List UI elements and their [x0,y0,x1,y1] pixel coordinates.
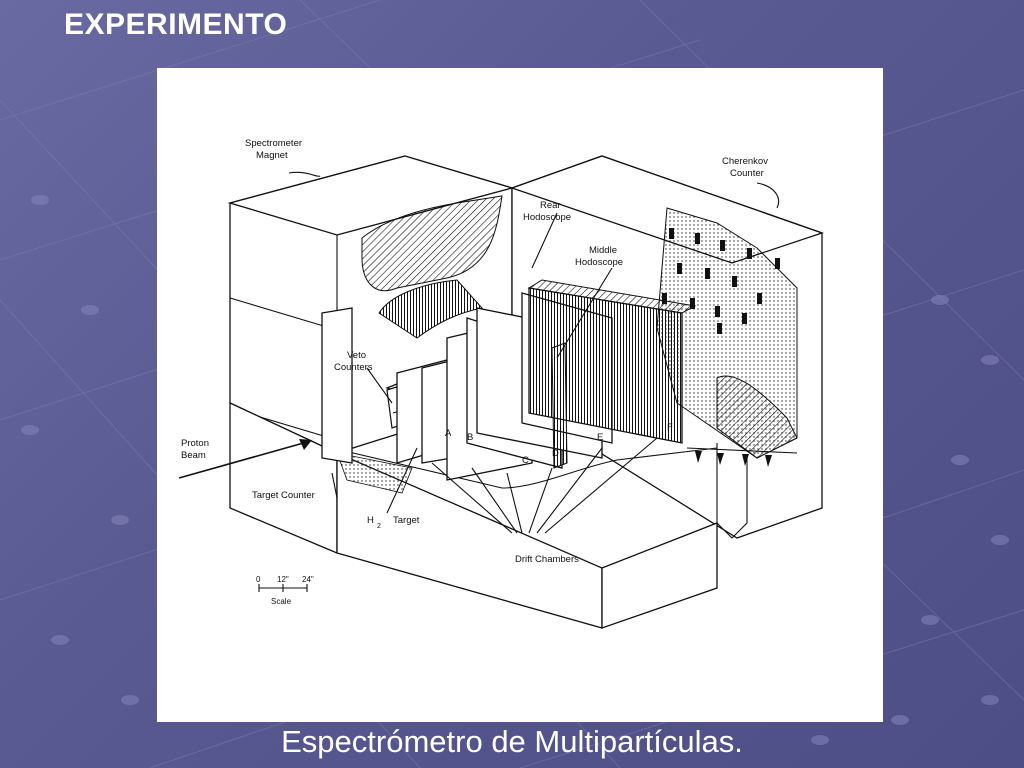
label-beam: Beam [181,450,206,461]
chamber-label-c: C [522,455,529,466]
rear-hodoscope [527,279,697,444]
chamber-label-b: B [467,432,473,443]
spectrometer-figure: A B C D E F Spectrometer Magnet Cherenko… [157,68,883,722]
label-magnet: Magnet [256,150,288,161]
label-counter: Counter [730,168,764,179]
proton-beam-arrow [178,439,312,479]
spectrometer-diagram: A B C D E F Spectrometer Magnet Cherenko… [178,138,825,629]
label-spectrometer: Spectrometer [245,138,302,149]
label-h2-h: H [367,515,374,526]
slide-caption: Espectrómetro de Multipartículas. [281,724,743,759]
chamber-label-f: F [667,422,673,433]
scale-bar: 0 12" 24" Scale [256,575,314,606]
middle-hodoscope [551,342,568,469]
label-veto: Veto [347,350,366,361]
label-veto-counters: Counters [334,362,373,373]
label-middle: Middle [589,245,617,256]
label-cherenkov: Cherenkov [722,156,768,167]
scale-twelve: 12" [277,575,289,584]
scale-twentyfour: 24" [302,575,314,584]
label-rear-hodoscope: Hodoscope [523,212,571,223]
scale-zero: 0 [256,575,261,584]
scale-label: Scale [271,597,292,606]
label-h2-target: Target [393,515,420,526]
label-rear: Rear [540,200,561,211]
label-middle-hodoscope: Hodoscope [575,257,623,268]
chamber-label-d: D [552,448,559,459]
slide-title: EXPERIMENTO [64,8,288,41]
label-drift-chambers: Drift Chambers [515,554,579,565]
label-h2-sub: 2 [377,523,381,530]
base-platform [229,401,718,629]
chamber-label-e: E [597,432,603,443]
label-proton: Proton [181,438,209,449]
chamber-label-a: A [445,428,452,439]
label-target-counter: Target Counter [252,490,315,501]
